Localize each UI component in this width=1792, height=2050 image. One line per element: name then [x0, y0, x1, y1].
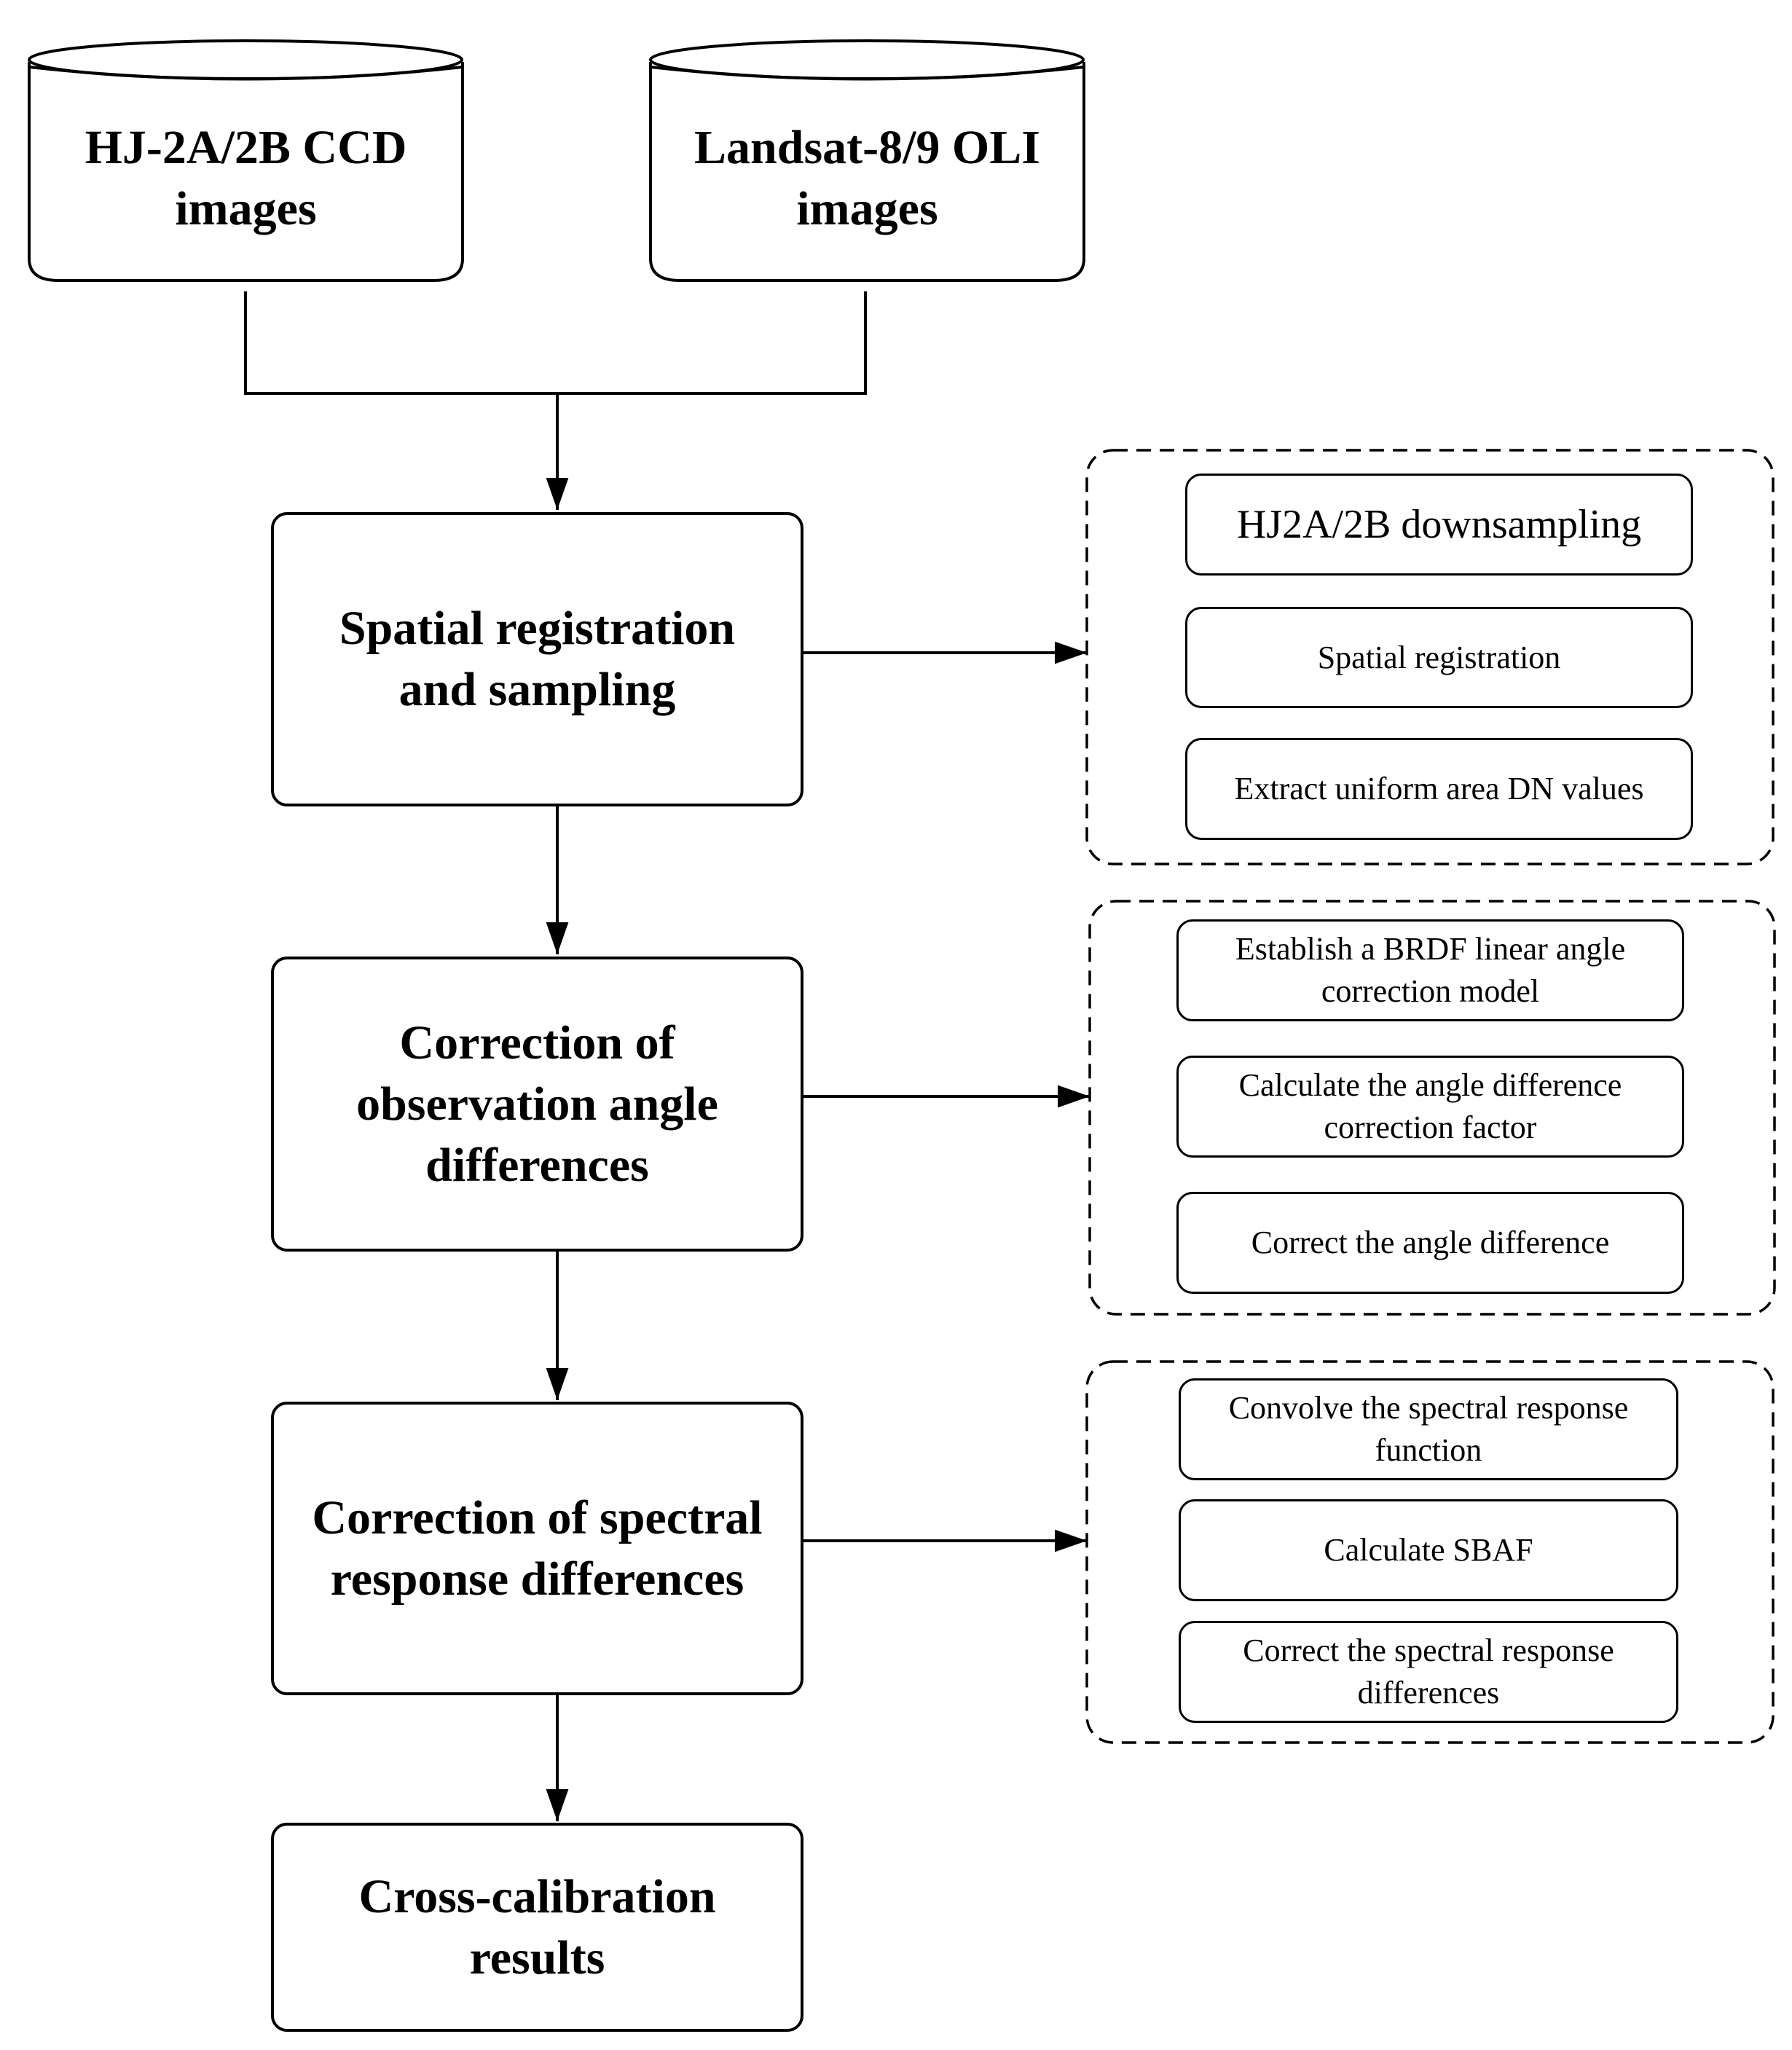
result-box: Cross-calibration results: [271, 1823, 803, 2032]
step-angle-correction: Correction of observation angle differen…: [271, 957, 803, 1252]
substep-correction-factor: Calculate the angle difference correctio…: [1176, 1056, 1684, 1158]
step-spectral-correction: Correction of spectral response differen…: [271, 1402, 803, 1695]
substep-calculate-sbaf: Calculate SBAF: [1179, 1499, 1678, 1601]
database-hj2-cylinder: [28, 39, 464, 282]
substep-brdf-model: Establish a BRDF linear angle correction…: [1176, 919, 1684, 1021]
substep-extract-dn: Extract uniform area DN values: [1185, 738, 1693, 840]
source-hj2-label: HJ-2A/2B CCD images: [85, 121, 407, 235]
substep-panel-2: [1088, 900, 1776, 1316]
database-landsat-cylinder: [649, 39, 1085, 282]
merge-connector: [244, 291, 867, 395]
substep-convolve-srf: Convolve the spectral response function: [1179, 1378, 1678, 1480]
substep-spatial-registration: Spatial registration: [1185, 607, 1693, 708]
source-landsat-label: Landsat-8/9 OLI images: [694, 121, 1040, 235]
substep-downsampling: HJ2A/2B downsampling: [1185, 474, 1693, 576]
substep-panel-3: [1085, 1360, 1775, 1744]
substep-correct-angle: Correct the angle difference: [1176, 1192, 1684, 1294]
step-spatial-registration: Spatial registration and sampling: [271, 512, 803, 806]
substep-correct-spectral: Correct the spectral response difference…: [1179, 1621, 1678, 1723]
substep-panel-1: [1085, 449, 1775, 865]
